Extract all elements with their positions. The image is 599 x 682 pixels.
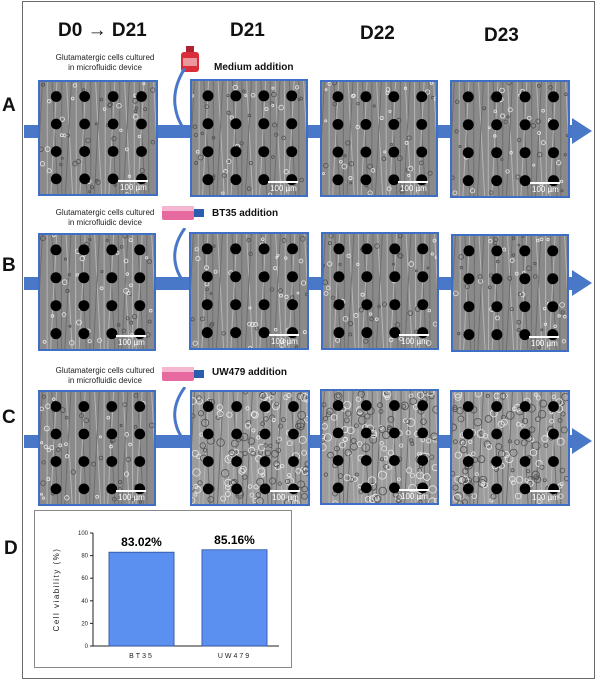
scale-bar-label: 100 µm	[272, 493, 299, 502]
row-a-addition-label: Medium addition	[214, 62, 294, 73]
row-label-b: B	[2, 255, 16, 276]
row-c-caption-line1: Glutamatergic cells cultured	[55, 366, 155, 375]
scale-bar-label: 100 µm	[271, 337, 298, 346]
bt35-flask-icon	[162, 206, 204, 220]
addition-curve-line	[173, 228, 187, 285]
timeline-arrow-head-icon	[572, 118, 592, 144]
x-category-label: BT35	[129, 653, 154, 660]
microscopy-image: 100 µm	[322, 391, 437, 503]
scale-bar-label: 100 µm	[118, 338, 145, 347]
row-b-caption-line2: in microfluidic device	[68, 218, 142, 227]
microscopy-panel-a-2: 100 µm	[190, 79, 308, 197]
y-tick-label: 20	[81, 621, 88, 627]
bar-value-label: 83.02%	[121, 535, 162, 549]
scale-bar-label: 100 µm	[400, 184, 427, 193]
scale-bar-label: 100 µm	[270, 184, 297, 193]
microscopy-panel-c-1: 100 µm	[38, 390, 156, 506]
scale-bar-label: 100 µm	[120, 183, 147, 192]
microscopy-image: 100 µm	[452, 392, 568, 504]
row-a-caption-line2: in microfluidic device	[68, 63, 142, 72]
scale-bar-label: 100 µm	[532, 493, 559, 502]
addition-curve-line	[173, 68, 187, 131]
microscopy-panel-b-2: 100 µm	[189, 232, 309, 350]
figure-frame	[22, 1, 595, 679]
scale-bar-label: 100 µm	[532, 185, 559, 194]
y-tick-label: 60	[81, 576, 88, 582]
microscopy-panel-b-3: 100 µm	[321, 232, 439, 350]
scale-bar-label: 100 µm	[118, 493, 145, 502]
scale-bar-label: 100 µm	[401, 492, 428, 501]
microscopy-panel-b-1: 100 µm	[38, 233, 156, 351]
microscopy-image: 100 µm	[191, 234, 307, 348]
row-b-caption: Glutamatergic cells cultured in microflu…	[30, 208, 180, 228]
scale-bar-label: 100 µm	[401, 337, 428, 346]
row-a-caption: Glutamatergic cells cultured in microflu…	[30, 53, 180, 73]
day-header-d21: D21	[230, 20, 265, 41]
microscopy-panel-a-4: 100 µm	[450, 80, 570, 198]
row-b-addition-label: BT35 addition	[212, 208, 279, 219]
y-axis-title: Cell viability (%)	[52, 548, 61, 632]
microscopy-image: 100 µm	[323, 234, 437, 348]
y-tick-label: 40	[81, 599, 88, 605]
row-b-caption-line1: Glutamatergic cells cultured	[55, 208, 155, 217]
microscopy-panel-b-4: 100 µm	[451, 234, 569, 352]
timeline-arrow-head-icon	[572, 270, 592, 296]
x-category-label: UW479	[218, 653, 251, 660]
timeline-arrow-head-icon	[572, 428, 592, 454]
uw479-flask-icon	[162, 367, 204, 381]
row-label-a: A	[2, 95, 16, 116]
microscopy-image: 100 µm	[192, 81, 306, 195]
day-header-d23: D23	[484, 25, 519, 46]
microscopy-panel-a-1: 100 µm	[38, 80, 158, 196]
day-header-d22: D22	[360, 23, 395, 44]
microscopy-panel-c-4: 100 µm	[450, 390, 570, 506]
bar-uw479	[201, 549, 268, 647]
panel-label-d: D	[4, 538, 18, 559]
row-label-c: C	[2, 407, 16, 428]
medium-bottle-icon	[181, 46, 199, 72]
row-c-caption: Glutamatergic cells cultured in microflu…	[30, 366, 180, 386]
row-c-caption-line2: in microfluidic device	[68, 376, 142, 385]
y-tick-label: 80	[81, 554, 88, 560]
microscopy-panel-c-3: 100 µm	[320, 389, 439, 505]
bar-bt35	[108, 551, 175, 647]
y-tick-label: 0	[85, 644, 89, 650]
microscopy-image: 100 µm	[40, 392, 154, 504]
microscopy-image: 100 µm	[453, 236, 567, 350]
row-a-caption-line1: Glutamatergic cells cultured	[55, 53, 155, 62]
y-tick-label: 100	[78, 531, 89, 537]
microscopy-image: 100 µm	[452, 82, 568, 196]
microscopy-image: 100 µm	[40, 82, 156, 194]
microscopy-image: 100 µm	[192, 392, 308, 504]
row-c-addition-label: UW479 addition	[212, 367, 288, 378]
microscopy-image: 100 µm	[322, 82, 436, 195]
day-header-d0-d21: D0 → D21	[58, 20, 147, 41]
microscopy-panel-a-3: 100 µm	[320, 80, 438, 197]
microscopy-image: 100 µm	[40, 235, 154, 349]
microscopy-panel-c-2: 100 µm	[190, 390, 310, 506]
scale-bar-label: 100 µm	[531, 339, 558, 348]
bar-value-label: 85.16%	[214, 533, 255, 547]
addition-curve-line	[173, 387, 187, 443]
